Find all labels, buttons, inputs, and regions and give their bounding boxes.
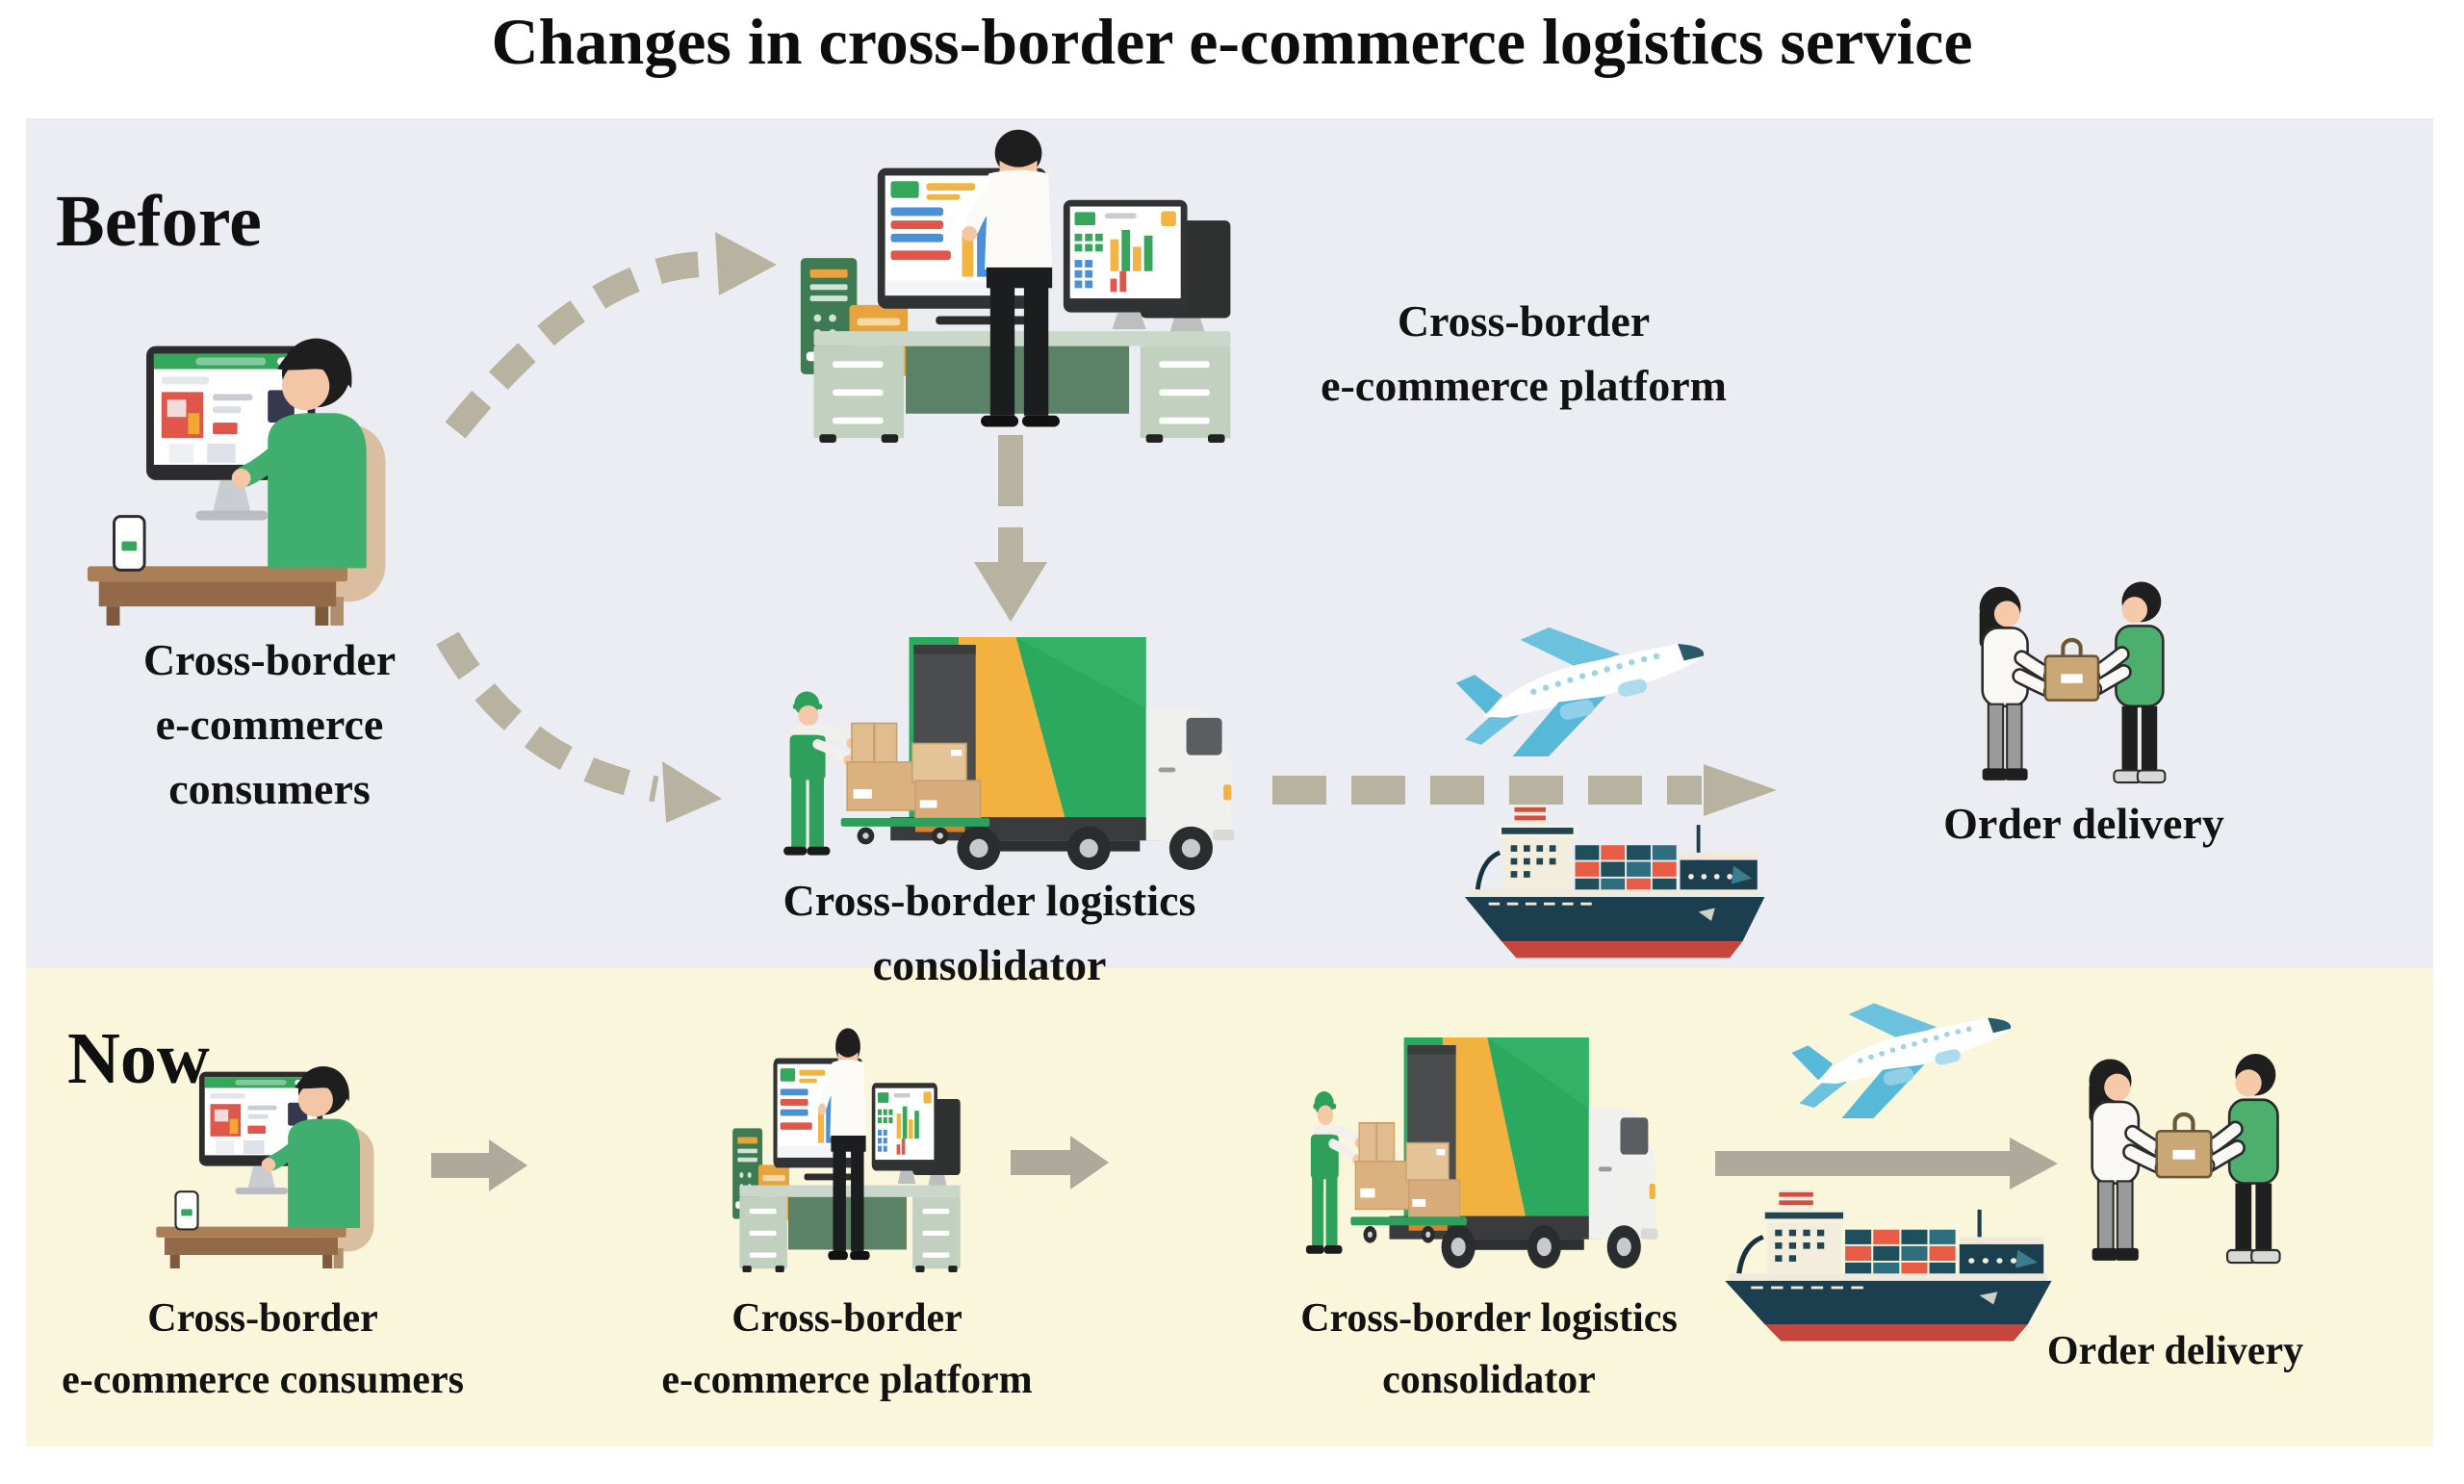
consumer-computer-icon: [82, 281, 414, 626]
label-before-consumers: Cross-border e-commerce consumers: [58, 627, 481, 821]
label-line: e-commerce: [155, 700, 384, 749]
package-handover-icon: [1949, 570, 2194, 806]
label-line: Cross-border: [147, 1296, 378, 1341]
label-before-delivery: Order delivery: [1891, 791, 2276, 856]
airplane-icon: [1783, 991, 2025, 1118]
airplane-icon: [1446, 614, 1720, 756]
now-panel: [26, 968, 2433, 1446]
cargo-ship-icon: [1461, 805, 1774, 966]
label-before-consolidator: Cross-border logistics consolidator: [749, 868, 1230, 997]
label-now-delivery: Order delivery: [2002, 1320, 2348, 1382]
logistics-truck-icon: [760, 637, 1256, 870]
page-title: Changes in cross-border e-commerce logis…: [491, 5, 1973, 78]
platform-desk-icon: [795, 119, 1245, 443]
dashed-arrow-consolidator-to-delivery: [1272, 764, 1777, 816]
label-line: consolidator: [872, 940, 1107, 989]
label-line: Cross-border logistics: [783, 876, 1196, 925]
label-line: Order delivery: [1943, 799, 2224, 848]
now-section-label: Now: [67, 1018, 210, 1099]
label-line: Cross-border logistics: [1300, 1296, 1678, 1341]
label-line: Cross-border: [1397, 296, 1651, 345]
dashed-arrow-consumer-to-platform: [445, 232, 777, 439]
label-line: e-commerce consumers: [62, 1358, 464, 1402]
dashed-arrow-platform-to-consolidator: [974, 435, 1047, 622]
solid-arrow-platform-to-consolidator: [1011, 1136, 1109, 1190]
label-line: Cross-border: [732, 1296, 962, 1341]
label-now-platform: Cross-border e-commerce platform: [635, 1288, 1059, 1411]
consumer-computer-icon: [152, 1026, 395, 1268]
label-before-platform: Cross-border e-commerce platform: [1283, 289, 1764, 418]
label-line: consolidator: [1382, 1358, 1596, 1402]
label-now-consolidator: Cross-border logistics consolidator: [1277, 1288, 1701, 1411]
label-line: e-commerce platform: [661, 1358, 1033, 1402]
label-line: Order delivery: [2046, 1329, 2304, 1373]
solid-arrow-consumers-to-platform: [431, 1139, 527, 1191]
dashed-arrow-consumer-to-consolidator: [436, 631, 722, 823]
solid-arrow-consolidator-to-delivery: [1715, 1138, 2058, 1190]
package-handover-icon: [2058, 1041, 2310, 1287]
platform-desk-icon: [730, 1020, 968, 1272]
label-line: e-commerce platform: [1321, 361, 1727, 410]
before-section-label: Before: [56, 181, 262, 262]
label-line: Cross-border: [142, 635, 397, 684]
logistics-truck-icon: [1288, 1037, 1675, 1268]
label-now-consumers: Cross-border e-commerce consumers: [51, 1288, 475, 1411]
label-line: consumers: [168, 764, 371, 813]
